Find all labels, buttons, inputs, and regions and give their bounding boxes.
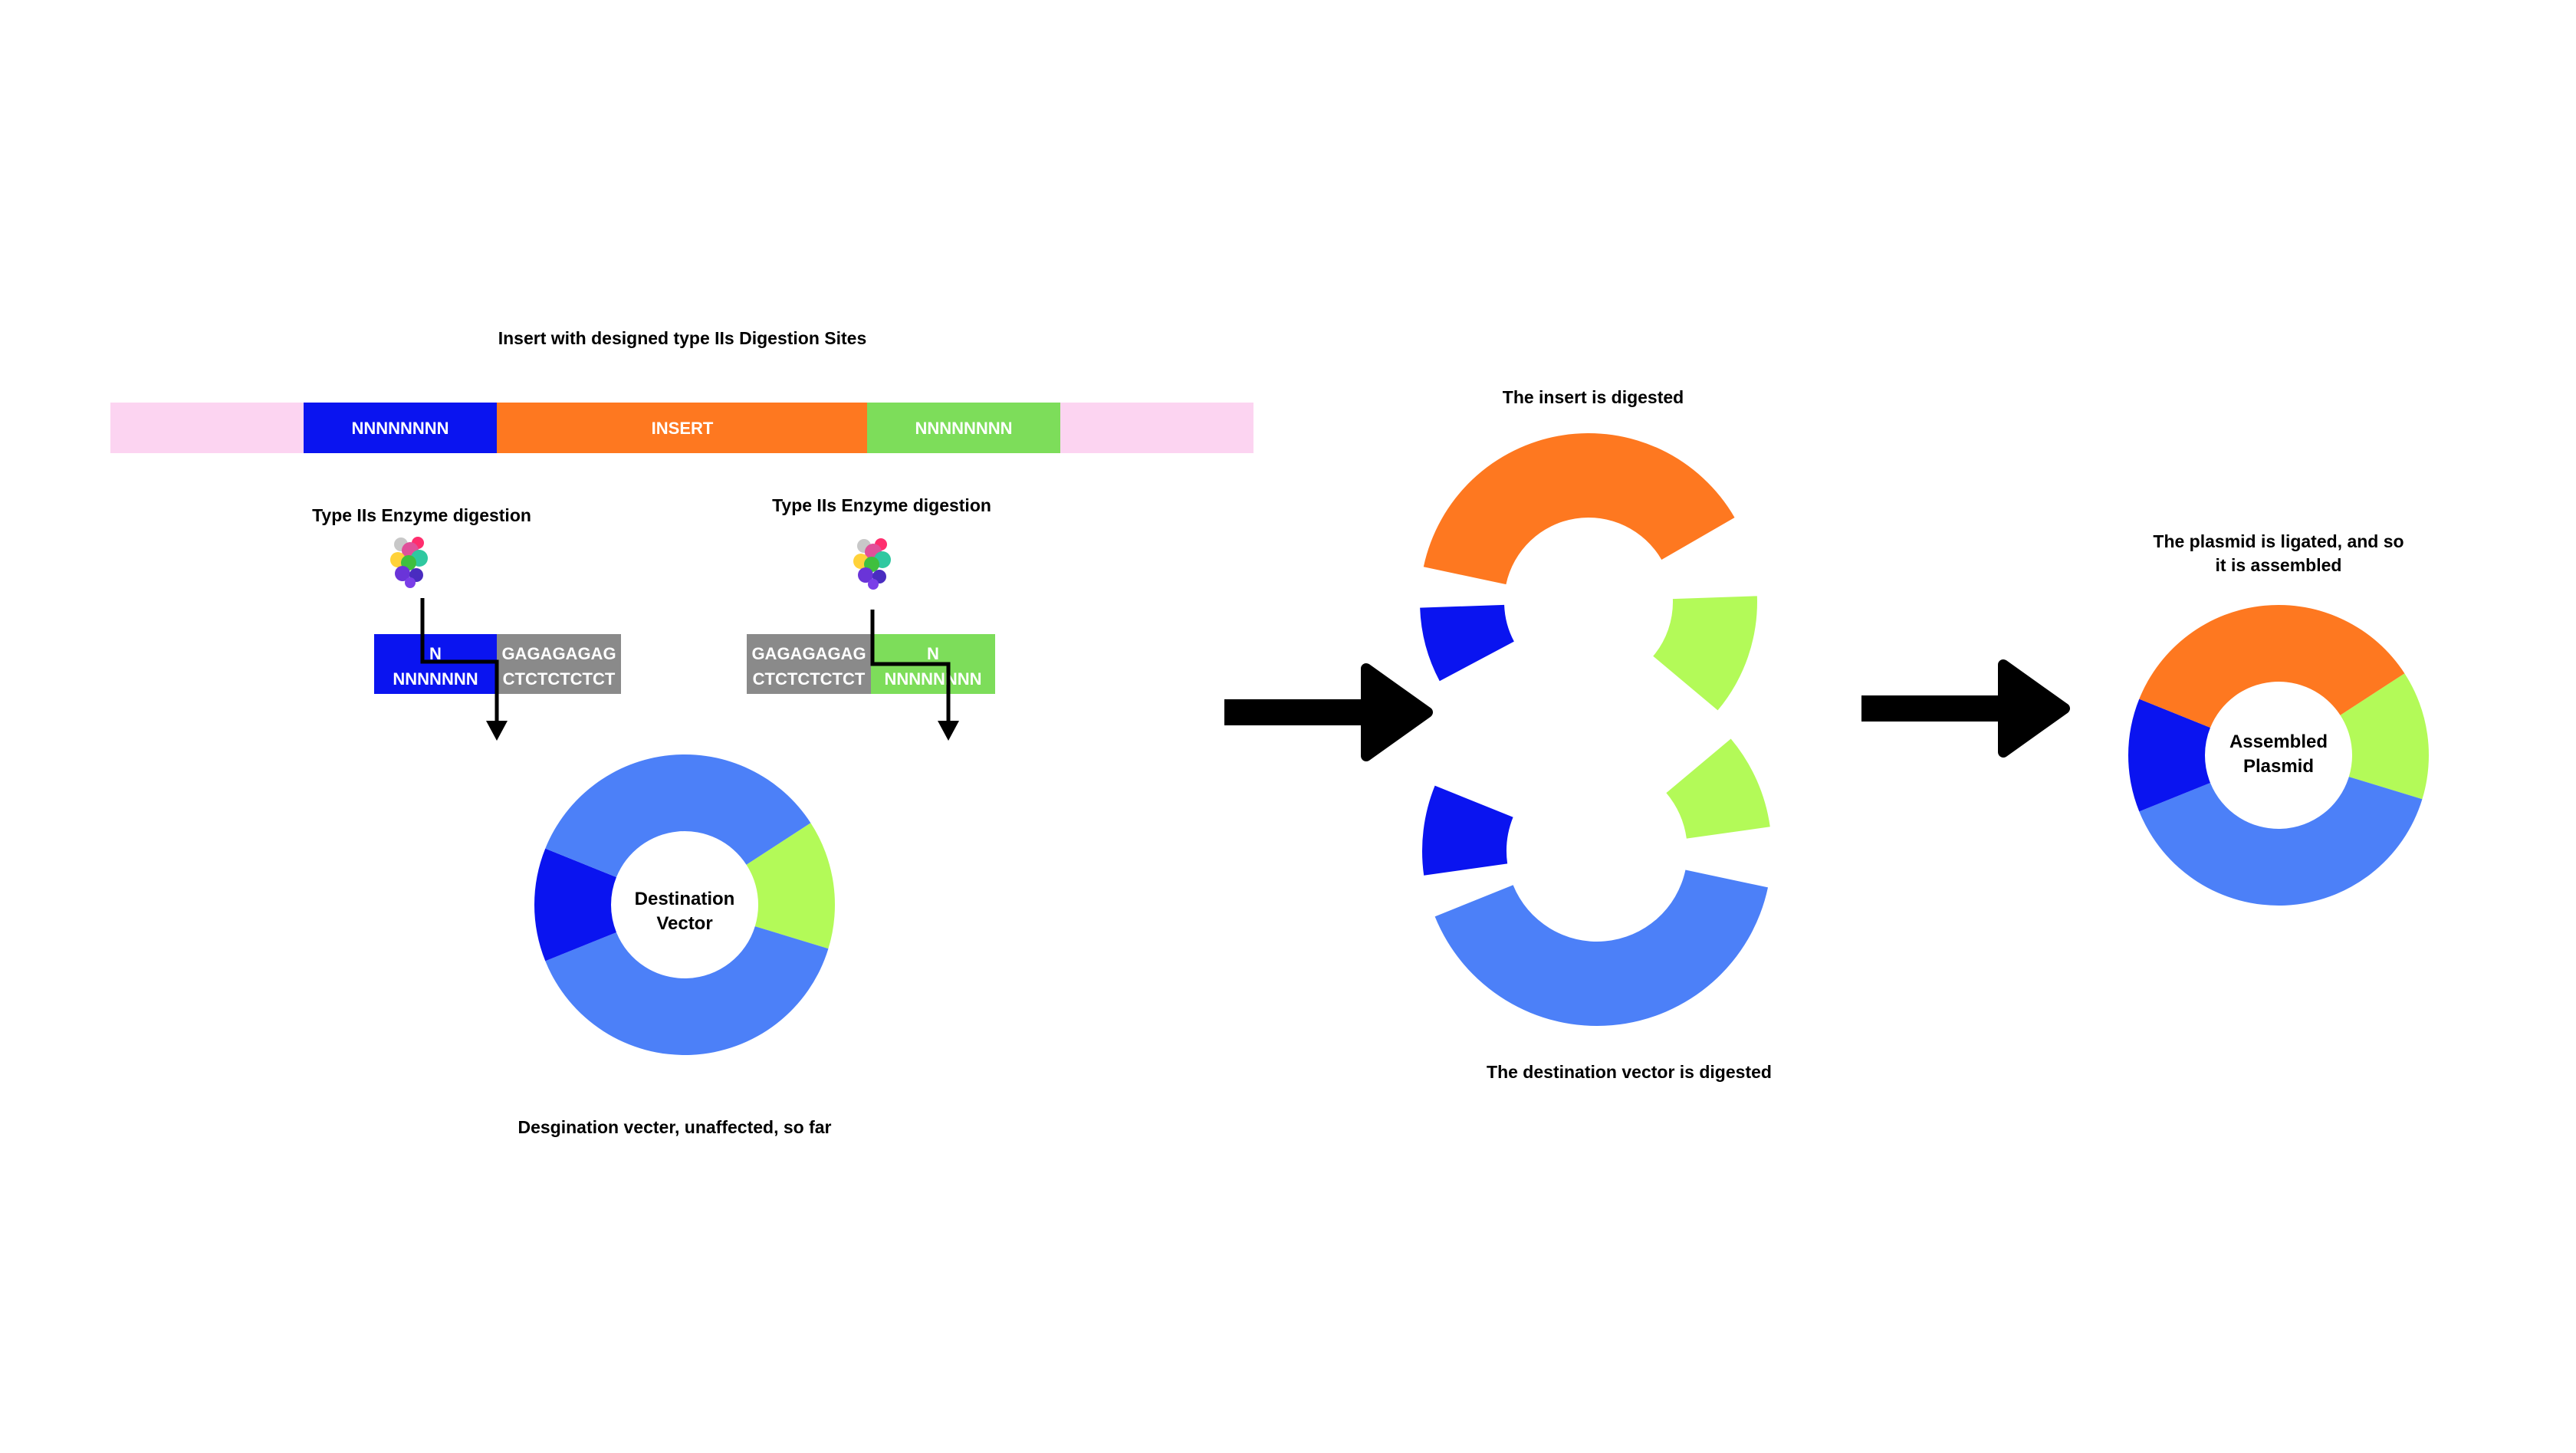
bar-blue-site: [304, 403, 497, 453]
digested-vector-lime-fragment: [1666, 738, 1770, 839]
destination-vector-ring: [534, 754, 835, 1055]
bar-insert-label: INSERT: [652, 419, 714, 438]
left-cut-arrowhead: [486, 721, 508, 741]
right-grey-top: GAGAGAGAG: [751, 644, 866, 663]
assembled-label-line1: Assembled: [2229, 731, 2328, 752]
assembled-caption-line1: The plasmid is ligated, and so: [2153, 531, 2404, 551]
assembled-lime-segment: [2340, 673, 2430, 800]
right-grey-bottom: CTCTCTCTCT: [753, 669, 866, 689]
vector-label-line1: Destination: [635, 889, 735, 909]
vector-lower-segment: [545, 926, 829, 1055]
left-cut-line: [420, 598, 499, 721]
left-cut-site: N NNNNNNN GAGAGAGAG CTCTCTCTCT: [374, 598, 621, 741]
bar-right-site-label: NNNNNNNN: [915, 419, 1012, 438]
left-grey-top: GAGAGAGAG: [501, 644, 616, 663]
assembled-vector-segment: [2139, 777, 2423, 906]
bar-left-site-label: NNNNNNNN: [351, 419, 449, 438]
digested-vector-blue-fragment: [1434, 869, 1769, 1026]
insert-section-title: Insert with designed type IIs Digestion …: [498, 328, 867, 348]
insert-bar: NNNNNNNN INSERT NNNNNNNN: [110, 403, 1254, 453]
digested-insert-orange-fragment: [1423, 432, 1735, 585]
right-digestion-title: Type IIs Enzyme digestion: [772, 495, 991, 515]
bar-green-site: [867, 403, 1060, 453]
assembled-plasmid-ring: [2128, 604, 2430, 906]
assembled-orange-segment: [2139, 604, 2405, 728]
vector-lime-segment: [746, 823, 835, 949]
bar-orange-insert: [497, 403, 867, 453]
assembled-blue-segment: [2128, 699, 2210, 812]
assembled-caption-line2: it is assembled: [2216, 555, 2342, 575]
bar-pink-right: [1060, 403, 1254, 453]
right-green-bottom: NNNNNNNN: [884, 669, 981, 689]
vector-caption: Desgination vecter, unaffected, so far: [518, 1117, 831, 1137]
right-cut-line: [870, 610, 951, 721]
left-grey-bottom: CTCTCTCTCT: [503, 669, 616, 689]
right-green-top: N: [927, 644, 939, 663]
enzyme-protein-icon: [390, 537, 428, 588]
bar-pink-left: [110, 403, 304, 453]
digested-insert-lime-fragment: [1653, 596, 1757, 711]
digested-vector-blue-site-fragment: [1422, 785, 1513, 876]
assembled-label-line2: Plasmid: [2243, 756, 2314, 777]
left-blue-bottom: NNNNNNN: [393, 669, 478, 689]
left-digestion-title: Type IIs Enzyme digestion: [312, 505, 531, 525]
insert-digested-caption: The insert is digested: [1503, 387, 1684, 407]
arrow-right-icon: [1861, 659, 2070, 758]
left-blue-top: N: [429, 644, 442, 663]
vector-label-line2: Vector: [656, 913, 712, 934]
vector-upper-segment: [545, 754, 811, 878]
arrow-right-icon: [1224, 663, 1433, 761]
right-cut-site: GAGAGAGAG CTCTCTCTCT N NNNNNNNN: [747, 610, 995, 741]
right-cut-arrowhead: [938, 721, 959, 741]
digested-insert-fragments: [1420, 432, 1757, 711]
digested-vector-fragments: [1422, 738, 1770, 1026]
vector-digested-caption: The destination vector is digested: [1487, 1062, 1772, 1082]
enzyme-protein-icon: [853, 538, 891, 590]
vector-blue-segment: [534, 848, 616, 962]
digested-insert-blue-fragment: [1420, 604, 1514, 682]
